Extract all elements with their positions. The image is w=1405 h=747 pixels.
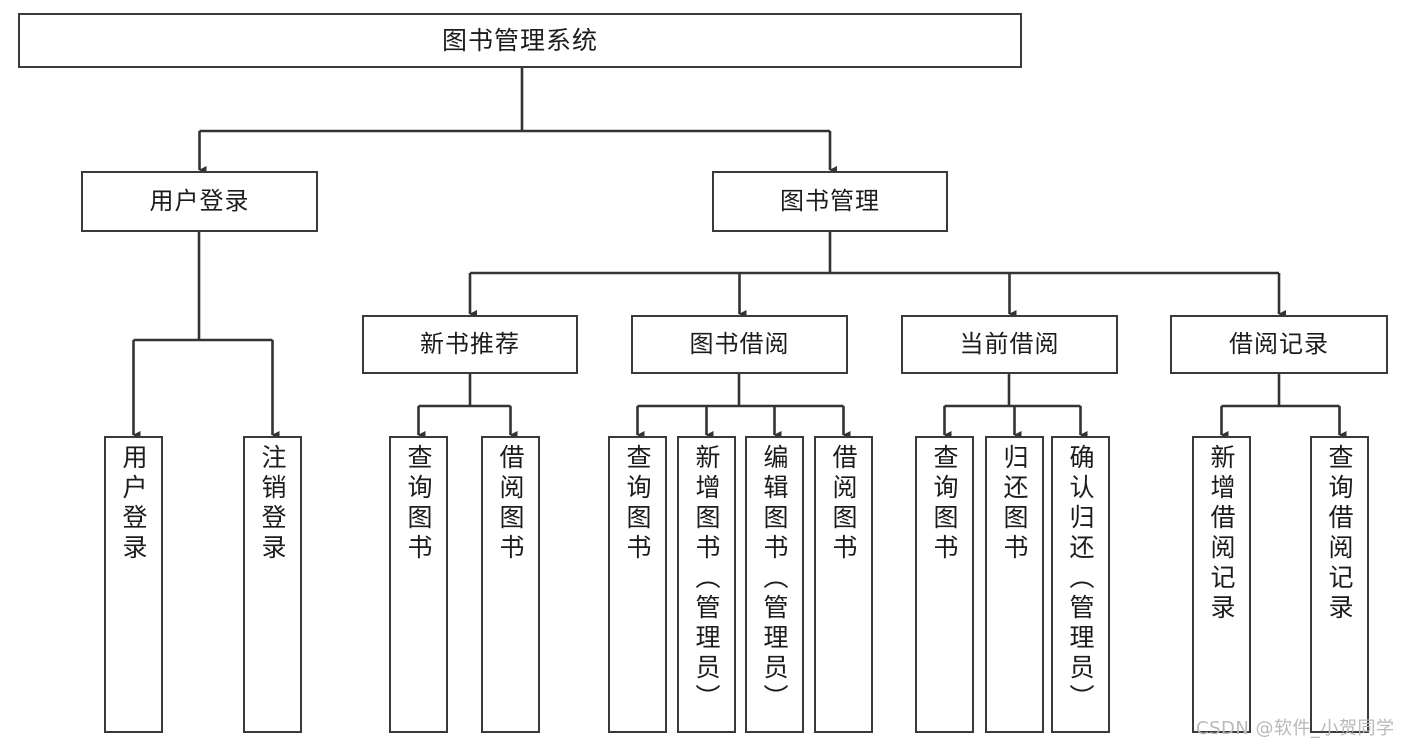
node-label: 确认归还（管理员） [1066,444,1095,714]
node-leaf-br-add[interactable]: 新增借阅记录 [1192,436,1251,733]
node-label: 图书借阅 [689,330,790,359]
node-book-mgmt[interactable]: 图书管理 [712,171,948,232]
node-new-book-rec[interactable]: 新书推荐 [362,315,578,374]
node-label: 查询借阅记录 [1325,444,1354,624]
node-label: 借阅图书 [829,444,858,564]
node-label: 新增借阅记录 [1207,444,1236,624]
node-current-borrow[interactable]: 当前借阅 [901,315,1118,374]
node-label: 借阅记录 [1229,330,1329,359]
node-leaf-rec-query[interactable]: 查询图书 [389,436,448,733]
node-label: 借阅图书 [496,444,525,564]
csdn-watermark: CSDN @软件_小贺同学 [1196,718,1395,739]
node-leaf-br-query[interactable]: 查询借阅记录 [1310,436,1369,733]
node-label: 图书管理系统 [441,25,598,55]
node-label: 当前借阅 [959,330,1060,359]
node-label: 查询图书 [930,444,959,564]
node-label: 查询图书 [404,444,433,564]
node-leaf-cb-query[interactable]: 查询图书 [915,436,974,733]
node-label: 查询图书 [623,444,652,564]
node-leaf-bb-edit[interactable]: 编辑图书（管理员） [745,436,804,733]
node-root[interactable]: 图书管理系统 [18,13,1022,68]
node-leaf-rec-borrow[interactable]: 借阅图书 [481,436,540,733]
node-label: 新增图书（管理员） [692,444,721,714]
node-leaf-bb-query[interactable]: 查询图书 [608,436,667,733]
node-leaf-cb-return[interactable]: 归还图书 [985,436,1044,733]
node-label: 归还图书 [1000,444,1029,564]
node-label: 注销登录 [258,444,287,564]
node-label: 图书管理 [780,187,880,216]
node-leaf-bb-add[interactable]: 新增图书（管理员） [677,436,736,733]
node-book-borrow[interactable]: 图书借阅 [631,315,848,374]
node-label: 用户登录 [149,187,250,216]
node-label: 新书推荐 [420,330,520,359]
node-label: 用户登录 [119,444,148,564]
node-label: 编辑图书（管理员） [760,444,789,714]
node-leaf-bb-borrow[interactable]: 借阅图书 [814,436,873,733]
node-leaf-user-login[interactable]: 用户登录 [104,436,163,733]
node-user-login[interactable]: 用户登录 [81,171,318,232]
node-leaf-cb-confirm[interactable]: 确认归还（管理员） [1051,436,1110,733]
node-leaf-user-logout[interactable]: 注销登录 [243,436,302,733]
node-borrow-record[interactable]: 借阅记录 [1170,315,1388,374]
